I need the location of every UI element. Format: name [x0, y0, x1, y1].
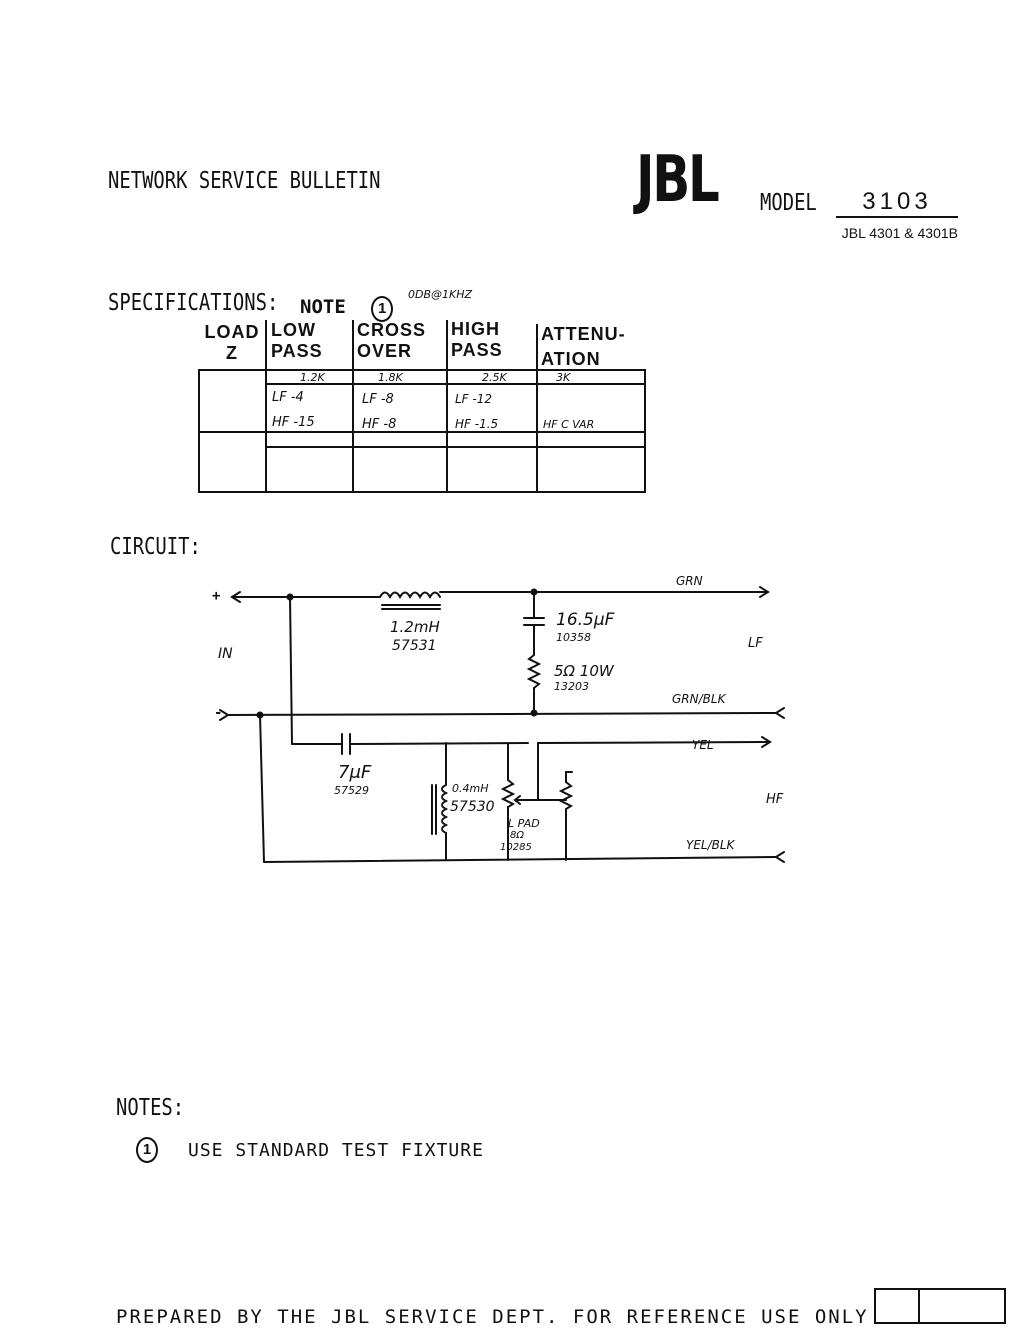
footer-box — [874, 1288, 1006, 1324]
minus-terminal-label: - — [214, 705, 223, 721]
cell-freq-attenuation: 3K — [556, 371, 571, 384]
cell-hf-low-pass: HF -15 — [272, 415, 315, 430]
lpad-part: 10285 — [500, 842, 532, 853]
note-item-1-text: USE STANDARD TEST FIXTURE — [188, 1140, 484, 1161]
lpad-label: L PAD — [508, 817, 540, 830]
cell-freq-crossover: 1.8K — [378, 371, 403, 384]
model-label: MODEL — [760, 190, 817, 216]
inductor-2-value: 0.4mH — [452, 782, 489, 795]
input-label: IN — [218, 646, 233, 662]
note-number-badge: 1 — [371, 296, 394, 322]
col-header-low-pass: LOW PASS — [271, 320, 323, 361]
hf-label: HF — [766, 792, 784, 807]
notes-heading: NOTES: — [116, 1095, 185, 1121]
handwritten-spec-note: 0DB@1KHZ — [408, 288, 473, 301]
cell-hf-crossover: HF -8 — [362, 417, 397, 432]
jbl-logo: JBL — [636, 143, 720, 217]
note-item-1-number: 1 — [136, 1137, 158, 1163]
crossover-circuit-diagram — [219, 586, 785, 863]
note-label: NOTE — [300, 296, 346, 318]
resistor-value: 5Ω 10W — [554, 662, 614, 680]
grn-blk-wire-label: GRN/BLK — [672, 692, 726, 706]
cell-hf-high-pass: HF -1.5 — [455, 417, 499, 431]
cell-freq-high-pass: 2.5K — [482, 371, 507, 384]
inductor-1-value: 1.2mH — [390, 618, 440, 636]
model-subtitle: JBL 4301 & 4301B — [841, 225, 958, 241]
cell-freq-low-pass: 1.2K — [300, 371, 325, 384]
circuit-heading: CIRCUIT: — [110, 534, 201, 560]
inductor-1-part: 57531 — [392, 638, 437, 654]
spec-table-grid — [198, 320, 646, 493]
inductor-2-part: 57530 — [450, 799, 495, 815]
plus-terminal-label: + — [212, 588, 221, 604]
lf-label: LF — [748, 636, 763, 651]
model-number: 3103 — [836, 188, 958, 218]
cell-lf-high-pass: LF -12 — [455, 392, 493, 406]
spec-note-ref: NOTE 1 — [300, 296, 394, 322]
yel-wire-label: YEL — [692, 738, 714, 752]
col-header-attenuation: ATTENU- ATION — [541, 324, 626, 369]
col-header-high-pass: HIGH PASS — [451, 319, 503, 360]
resistor-part: 13203 — [554, 680, 589, 693]
footer-text: PREPARED BY THE JBL SERVICE DEPT. FOR RE… — [116, 1306, 869, 1328]
capacitor-2-part: 57529 — [334, 784, 369, 797]
col-header-load: LOAD Z — [204, 322, 260, 363]
capacitor-1-value: 16.5μF — [556, 610, 615, 630]
specifications-heading: SPECIFICATIONS: — [108, 290, 279, 316]
col-header-crossover: CROSS OVER — [357, 320, 427, 361]
capacitor-2-value: 7μF — [338, 762, 372, 783]
cell-lf-low-pass: LF -4 — [272, 390, 304, 405]
cell-lf-crossover: LF -8 — [362, 392, 394, 407]
bulletin-title: NETWORK SERVICE BULLETIN — [108, 168, 381, 194]
grn-wire-label: GRN — [676, 574, 703, 588]
lpad-value: 8Ω — [510, 830, 525, 841]
capacitor-1-part: 10358 — [556, 631, 591, 644]
cell-hf-attenuation: HF C VAR — [543, 418, 595, 431]
yel-blk-wire-label: YEL/BLK — [686, 838, 735, 852]
